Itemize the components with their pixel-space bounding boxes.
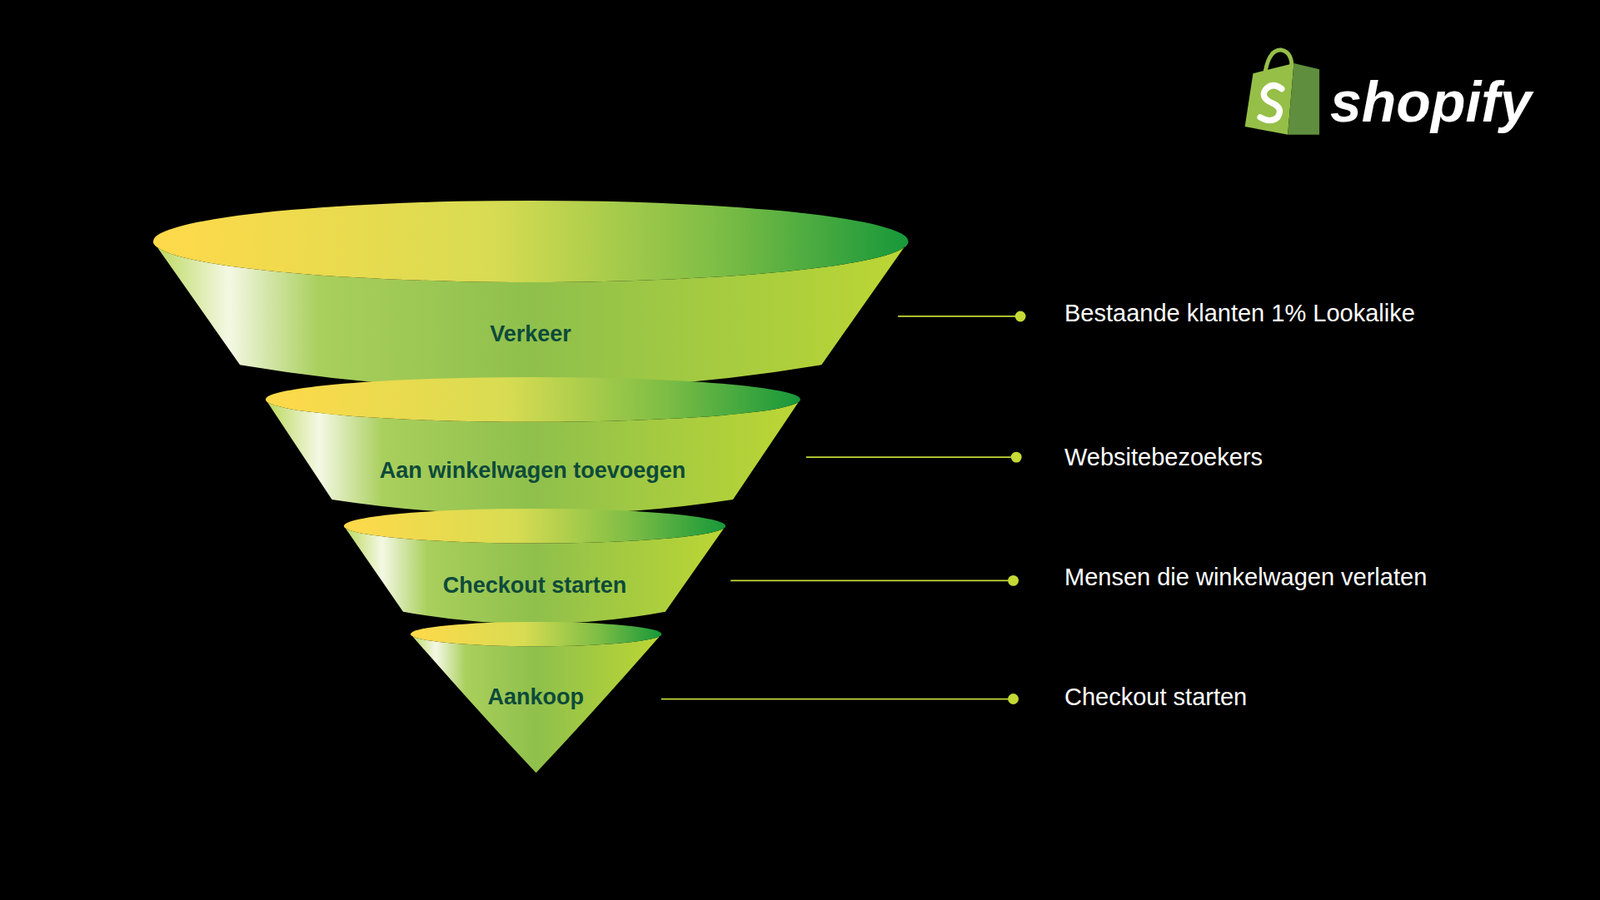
bag-mark (1260, 85, 1282, 121)
funnel-band: Aan winkelwagen toevoegen (261, 373, 805, 522)
band-label: Checkout starten (339, 570, 730, 601)
leader-line (730, 579, 1013, 582)
leader-dot (1008, 576, 1018, 586)
leader-line (661, 698, 1014, 701)
logo-wordmark: shopify (1330, 68, 1532, 135)
band-rim (153, 200, 909, 283)
funnel-band: Aankoop (406, 618, 666, 778)
bag-side (1287, 63, 1320, 135)
band-label: Aan winkelwagen toevoegen (261, 455, 805, 486)
audience-label: Mensen die winkelwagen verlaten (1064, 562, 1427, 593)
funnel-band: Verkeer (149, 196, 913, 396)
band-rim (265, 377, 801, 423)
leader-dot (1016, 311, 1026, 321)
band-rim (343, 508, 726, 544)
bag-front (1245, 63, 1295, 135)
band-label: Aankoop (406, 682, 666, 713)
band-shape (261, 373, 805, 522)
audience-label: Bestaande klanten 1% Lookalike (1064, 298, 1416, 329)
leader-line (897, 315, 1021, 318)
funnel-band: Checkout starten (339, 504, 730, 633)
band-rim (409, 622, 661, 647)
band-shape (339, 504, 730, 633)
leader-dot (1011, 453, 1022, 463)
band-shape (149, 196, 913, 396)
audience-label: Checkout starten (1064, 682, 1247, 713)
leader-dot (1008, 694, 1018, 704)
audience-label: Websitebezoekers (1064, 442, 1263, 473)
logo-bag (1245, 49, 1320, 135)
band-label: Verkeer (149, 319, 913, 349)
leader-line (806, 456, 1017, 459)
